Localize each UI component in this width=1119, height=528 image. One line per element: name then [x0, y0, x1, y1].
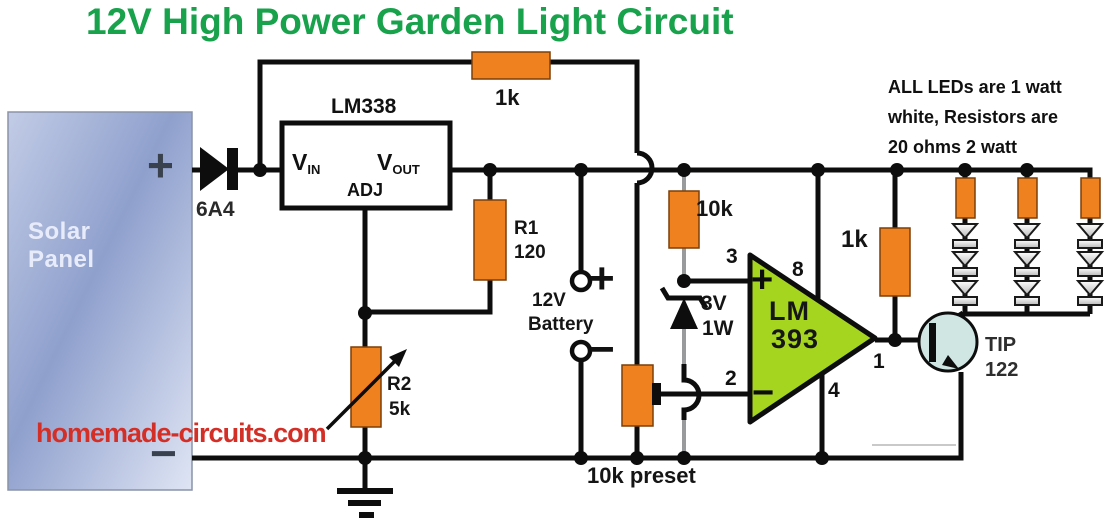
resistor-r2 — [350, 346, 382, 428]
battery-label: Battery — [528, 314, 594, 335]
led-icon — [1075, 280, 1105, 297]
ground-icon — [337, 488, 393, 518]
lm338-box — [279, 120, 453, 211]
led-icon — [1012, 280, 1042, 297]
r2-name: R2 — [387, 374, 412, 395]
solar-panel-label-1: Solar — [28, 218, 91, 245]
battery-plus-sign: + — [589, 254, 615, 303]
transistor-name-1: TIP — [985, 334, 1017, 356]
led-bar-icon — [1077, 267, 1103, 277]
note-line-2: white, Resistors are — [888, 107, 1059, 127]
diode-label: 6A4 — [196, 198, 235, 221]
opamp-pin1-label: 1 — [873, 350, 885, 373]
opamp-pin2-label: 2 — [725, 367, 737, 390]
battery-minus-sign: − — [589, 325, 615, 374]
opamp-lm393-triangle — [747, 252, 878, 425]
resistor-10k — [668, 190, 700, 249]
r2-arrow-shaft — [325, 355, 401, 431]
preset-wiper — [652, 383, 661, 405]
pullup-resistor-label: 1k — [841, 226, 868, 253]
opamp-plus-input: + — [751, 259, 774, 301]
feedback-resistor-label: 1k — [495, 85, 520, 110]
regulator-pin-adj: ADJ — [347, 180, 384, 200]
regulator-pin-in: VIN — [292, 149, 321, 177]
pullup-resistor-1k — [879, 227, 911, 297]
led-bar-icon — [1077, 239, 1103, 249]
led-bar-icon — [1014, 267, 1040, 277]
zener-voltage: 3V — [701, 292, 727, 315]
r2-value: 5k — [389, 399, 411, 420]
panel-minus-sign: − — [150, 427, 177, 479]
solar-panel-label-2: Panel — [28, 246, 95, 273]
led-string-1 — [950, 177, 980, 306]
zener-diode-icon — [659, 286, 709, 329]
junction-dots — [253, 163, 1034, 465]
led-bar-icon — [952, 267, 978, 277]
led-icon — [1075, 251, 1105, 268]
led-resistor — [955, 177, 976, 219]
note-line-1: ALL LEDs are 1 watt — [888, 77, 1062, 97]
r2-arrow-head-icon — [389, 349, 407, 367]
pin-out-main: V — [377, 149, 393, 175]
opamp-pin4-label: 4 — [828, 379, 840, 402]
wire-hop-top — [636, 150, 655, 186]
battery-minus-terminal-icon — [569, 339, 593, 363]
preset-label: 10k preset — [587, 463, 696, 488]
panel-plus-sign: + — [147, 139, 174, 191]
led-bar-icon — [952, 239, 978, 249]
led-bar-icon — [1014, 296, 1040, 306]
feedback-resistor-1k — [471, 51, 551, 80]
led-icon — [950, 251, 980, 268]
opamp-name-2: 393 — [771, 324, 820, 354]
regulator-pin-out: VOUT — [377, 149, 420, 177]
led-resistor — [1017, 177, 1038, 219]
battery-voltage: 12V — [532, 290, 566, 311]
led-bar-icon — [1014, 239, 1040, 249]
opamp-pin8-label: 8 — [792, 258, 804, 281]
pin-in-sub: IN — [307, 162, 321, 177]
diode-6a4-icon — [200, 147, 238, 191]
watermark: homemade-circuits.com — [36, 418, 327, 448]
led-bar-icon — [952, 296, 978, 306]
led-icon — [1012, 223, 1042, 240]
led-resistor — [1080, 177, 1101, 219]
r1-name: R1 — [514, 218, 539, 239]
zener-power: 1W — [702, 317, 734, 340]
note-line-3: 20 ohms 2 watt — [888, 137, 1018, 157]
resistor-r1 — [473, 199, 507, 281]
led-string-3 — [1075, 177, 1105, 306]
transistor-tip122-icon — [917, 311, 979, 373]
opamp-minus-input: − — [752, 372, 775, 414]
led-bar-icon — [1077, 296, 1103, 306]
regulator-name: LM338 — [331, 95, 397, 118]
pin-out-sub: OUT — [392, 162, 420, 177]
battery-plus-terminal-icon — [569, 269, 593, 293]
led-icon — [950, 223, 980, 240]
wire-hop-preset — [681, 364, 702, 420]
led-icon — [1075, 223, 1105, 240]
pin-in-main: V — [292, 149, 308, 175]
preset-10k-body — [621, 364, 654, 427]
led-string-2 — [1012, 177, 1042, 306]
divider-resistor-label: 10k — [696, 196, 733, 221]
opamp-name-1: LM — [769, 296, 810, 326]
led-icon — [1012, 251, 1042, 268]
opamp-pin3-label: 3 — [726, 245, 738, 268]
r1-value: 120 — [514, 242, 546, 263]
page-title: 12V High Power Garden Light Circuit — [86, 1, 734, 42]
transistor-name-2: 122 — [985, 359, 1019, 381]
led-icon — [950, 280, 980, 297]
solar-panel-body — [7, 111, 193, 491]
